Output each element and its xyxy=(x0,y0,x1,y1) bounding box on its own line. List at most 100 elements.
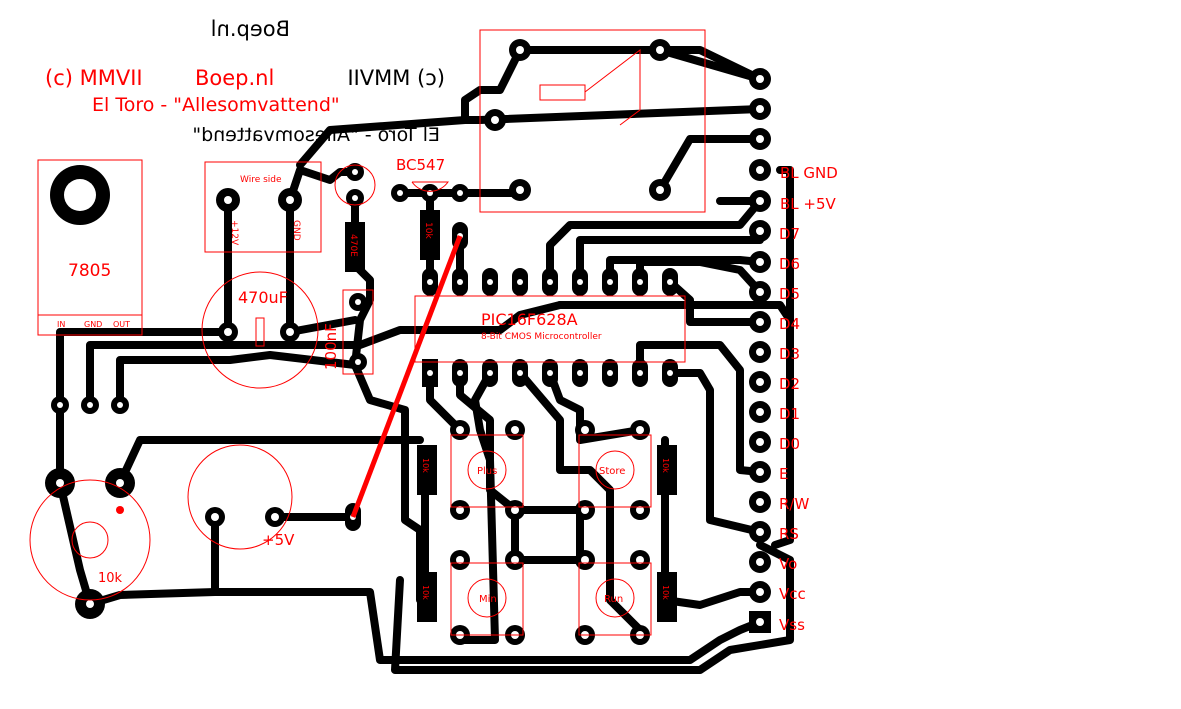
wire-side-label: Wire side xyxy=(240,175,282,185)
button-plus-label: Plus xyxy=(477,466,497,477)
pcb-shape xyxy=(255,317,265,347)
component-pads xyxy=(45,163,469,619)
header-pin-label: RS xyxy=(779,525,799,543)
pcb-shape xyxy=(56,479,64,487)
resistor-470e-label: 470E xyxy=(348,234,358,257)
pcb-shape xyxy=(595,578,635,618)
pin-gnd-label: GND xyxy=(291,220,301,241)
pcb-shape xyxy=(487,279,493,285)
pcb-shape xyxy=(584,48,641,126)
pcb-shape xyxy=(116,506,124,514)
pcb-shape xyxy=(756,105,764,113)
pcb-shape xyxy=(286,316,359,336)
pcb-shape xyxy=(352,195,358,201)
pcb-shape xyxy=(656,46,664,54)
pcb-shape xyxy=(636,506,644,514)
pcb-shape xyxy=(656,186,664,194)
pcb-shape xyxy=(116,436,424,487)
pcb-shape xyxy=(411,181,449,192)
pcb-shape xyxy=(756,197,764,205)
pcb-shape xyxy=(224,328,232,336)
lcd-header-labels: BL GND BL +5V D7 D6 D5 D4 D3 D2 D1 D0 E … xyxy=(779,164,838,634)
pcb-shape xyxy=(756,408,764,416)
pcb-shape xyxy=(511,506,519,514)
pcb-shape xyxy=(29,479,151,601)
pcb-shape xyxy=(417,445,437,495)
pcb-shape xyxy=(511,556,519,564)
pcb-shape xyxy=(656,135,764,194)
pcb-shape xyxy=(456,556,464,564)
pcb-shape xyxy=(450,562,524,636)
pcb-shape xyxy=(637,370,643,376)
pcb-shape xyxy=(479,29,706,213)
resistor-min-label: 10k xyxy=(421,585,430,600)
pcb-shape xyxy=(211,513,219,521)
resistor-store-label: 10k xyxy=(661,458,670,473)
pcb-shape xyxy=(581,506,589,514)
pcb-shape xyxy=(577,370,583,376)
pcb-shape xyxy=(667,279,673,285)
pcb-shape xyxy=(417,572,437,622)
pcb-shape xyxy=(491,116,499,124)
pcb-shape xyxy=(756,438,764,446)
header-pin-label: E xyxy=(779,465,788,483)
pcb-shape xyxy=(657,572,677,622)
header-pin-label: D3 xyxy=(779,345,800,363)
pcb-shape xyxy=(636,341,764,476)
silkscreen xyxy=(29,29,706,636)
pcb-shape xyxy=(539,84,586,101)
pcb-shape xyxy=(511,506,584,564)
pcb-shape xyxy=(756,288,764,296)
pcb-shape xyxy=(57,402,63,408)
pcb-shape xyxy=(546,369,644,444)
pcb-shape xyxy=(657,445,677,495)
pcb-shape xyxy=(355,299,361,305)
pcb-shape xyxy=(427,279,433,285)
pcb-shape xyxy=(345,222,365,272)
pcb-shape xyxy=(517,279,523,285)
pcb-shape xyxy=(756,618,764,626)
pcb-shape xyxy=(456,506,464,514)
header-pin-label: Vcc xyxy=(779,585,806,603)
pcb-shape xyxy=(577,279,583,285)
header-pin-label: D7 xyxy=(779,225,800,243)
mirrored-subtitle-text: El Toro - "Allesomvattend" xyxy=(192,124,440,146)
pcb-shape xyxy=(756,135,764,143)
pcb-shape xyxy=(457,190,463,196)
pcb-shape xyxy=(204,161,322,253)
pcb-shape xyxy=(595,450,635,490)
pcb-shape xyxy=(286,196,294,204)
pcb-shape xyxy=(286,328,294,336)
pcb-shape xyxy=(636,556,644,564)
pcb-shape xyxy=(636,426,644,434)
pcb-shape xyxy=(756,318,764,326)
pcb-shape xyxy=(420,210,440,260)
pcb-shape xyxy=(64,179,96,211)
pcb-shape xyxy=(756,588,764,596)
pcb-shape xyxy=(487,370,493,376)
pcb-shape xyxy=(86,588,764,664)
button-store-label: Store xyxy=(599,466,625,477)
pcb-shape xyxy=(391,541,794,674)
pcb-shape xyxy=(547,370,553,376)
reg-pin-in: IN xyxy=(57,320,65,329)
pot-label: 10k xyxy=(98,571,123,586)
pcb-shape xyxy=(457,370,463,376)
pcb-shape xyxy=(86,301,564,409)
pcb-shape xyxy=(352,169,358,175)
header-pin-label: D2 xyxy=(779,375,800,393)
resistor-10k-label: 10k xyxy=(423,222,433,239)
pcb-shape xyxy=(56,328,232,404)
pcb-shape xyxy=(517,370,523,376)
mirrored-copyright-text: (c) MMVII xyxy=(347,66,445,90)
pcb-shape xyxy=(656,46,764,83)
pcb-shape xyxy=(201,271,319,389)
pcb-shape xyxy=(116,351,359,409)
button-min-label: Min xyxy=(479,594,497,605)
header-pin-label: Vo xyxy=(779,555,797,573)
pcb-shape xyxy=(607,370,613,376)
pcb-shape xyxy=(516,369,644,634)
resistor-run-label: 10k xyxy=(661,585,670,600)
subtitle-text: El Toro - "Allesomvattend" xyxy=(92,94,340,116)
